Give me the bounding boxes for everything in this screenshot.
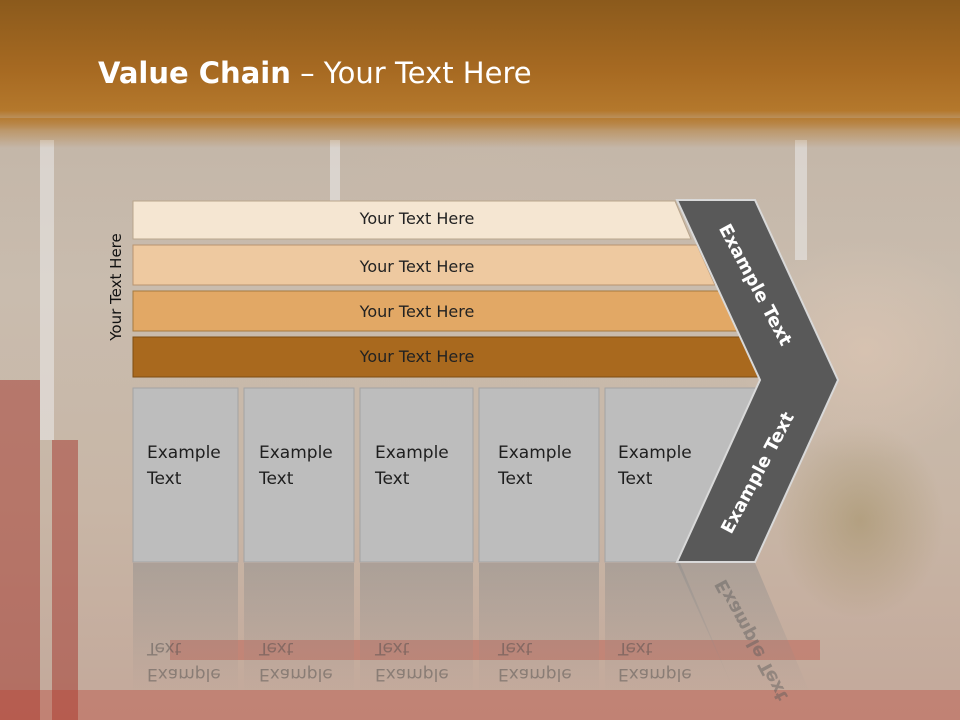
column-reflection-5 (605, 563, 735, 693)
row-bar-1 (132, 200, 692, 240)
column-reflection-label-4: Example Text (498, 638, 572, 684)
header-band (0, 0, 960, 130)
column-reflection-4 (479, 563, 599, 693)
column-reflection-label-2: Example Text (259, 638, 333, 684)
column-reflection-1 (133, 563, 238, 693)
column-box-1 (132, 387, 239, 563)
column-label-2: Example Text (259, 443, 333, 489)
column-reflection-3 (360, 563, 473, 693)
column-label-4: Example Text (498, 443, 572, 489)
column-label-1: Example Text (147, 443, 221, 489)
column-box-3 (359, 387, 474, 563)
column-box-4 (478, 387, 600, 563)
row-label-4: Your Text Here (359, 347, 475, 366)
header-fade (0, 118, 960, 148)
chevron-reflection (677, 563, 810, 693)
column-reflection-2 (244, 563, 354, 693)
title-rest: – Your Text Here (290, 56, 532, 90)
title-bold: Value Chain (98, 56, 291, 90)
column-label-5: Example Text (618, 443, 692, 489)
column-reflection-label-1: Example Text (147, 638, 221, 684)
column-box-2 (243, 387, 355, 563)
slide-title: Value Chain – Your Text Here (98, 56, 532, 90)
row-label-3: Your Text Here (359, 302, 475, 321)
column-label-3: Example Text (375, 443, 449, 489)
column-reflection-label-5: Example Text (618, 638, 692, 684)
row-label-2: Your Text Here (359, 257, 475, 276)
row-bar-2 (132, 244, 716, 286)
column-reflection-label-3: Example Text (375, 638, 449, 684)
row-label-1: Your Text Here (359, 209, 475, 228)
chevron-arrow (675, 199, 840, 563)
